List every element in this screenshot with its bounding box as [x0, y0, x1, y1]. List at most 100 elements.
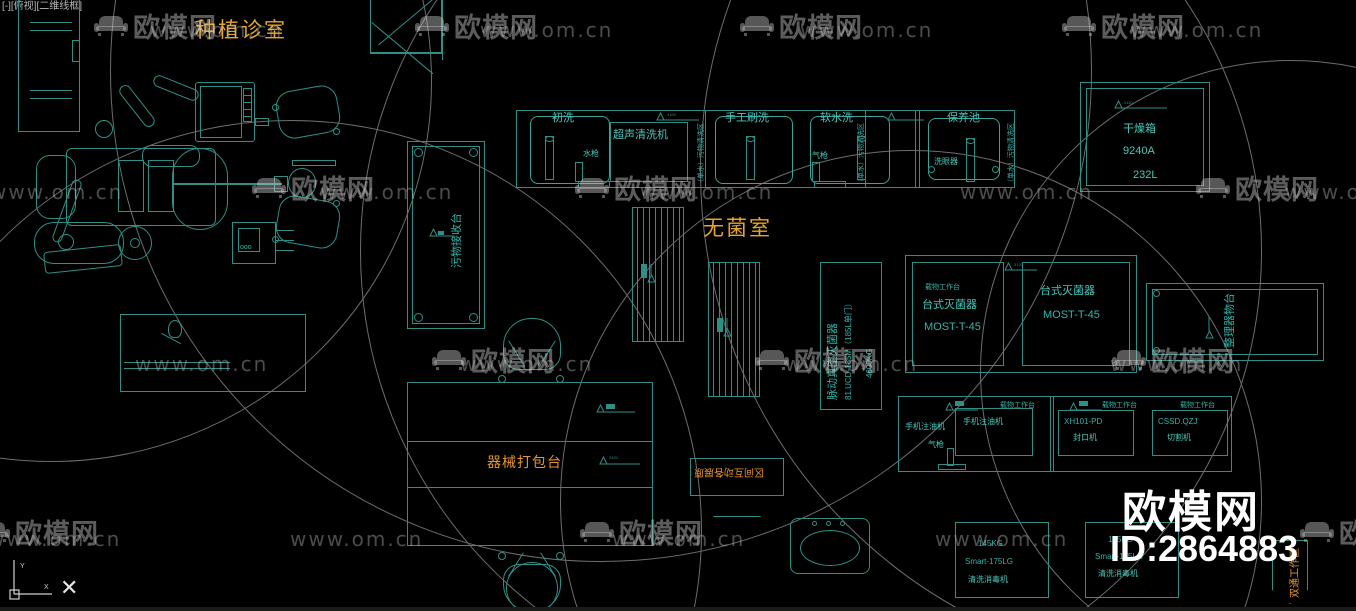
packing-table-label: 器械打包台	[487, 454, 562, 470]
watermark-brand: 欧模网	[1112, 340, 1235, 379]
washer-2-name: 清洗消毒机	[1098, 569, 1138, 578]
light-knob	[272, 236, 279, 243]
sealing-worktop-label: 载物工作台	[1102, 402, 1137, 409]
handpiece-oiler-name-2: 手机注油机	[963, 417, 1003, 426]
arrange-table-inner	[1152, 289, 1318, 355]
sofa-icon	[740, 15, 774, 36]
rack-hatch	[749, 263, 750, 396]
drying-oven-model: 9240A	[1123, 145, 1155, 157]
chair-seat-a	[118, 160, 144, 212]
drying-oven-inner	[1086, 88, 1204, 186]
rack-marker	[717, 318, 723, 332]
cabinet-line	[30, 22, 72, 23]
sofa-icon	[575, 177, 609, 198]
faucet-head	[746, 136, 755, 142]
sink-title: 初洗	[552, 112, 574, 124]
watermark-url: www.om.cn	[135, 352, 269, 376]
arm-rod	[174, 183, 282, 185]
arrange-table-bolt	[1153, 290, 1160, 297]
faucet-pipe	[966, 138, 975, 182]
viewport-label[interactable]: [-][俯视][二维线框]	[2, 1, 82, 12]
sterilizer-group-outline	[905, 255, 1137, 373]
dental-monitor	[195, 82, 255, 142]
watermark-url: www.om.cn	[1110, 352, 1244, 376]
watermark-url: www.om.cn	[1285, 180, 1356, 204]
panel-line	[243, 102, 252, 103]
sink-basin	[928, 118, 1000, 180]
sink-title: 手工刷洗	[725, 112, 769, 124]
elevation-marker-icon	[887, 111, 924, 121]
sink-row-outline-right	[915, 110, 1015, 188]
watermark-brand: 欧模网	[740, 6, 863, 45]
elevation-marker-icon	[1069, 401, 1102, 411]
air-gun-label: 气枪	[928, 440, 944, 449]
rack-hatch	[725, 263, 726, 396]
svg-text:2420: 2420	[609, 455, 619, 460]
room-title-implant: 种植诊室	[195, 19, 287, 42]
cutting-worktop-label: 载物工作台	[1180, 402, 1215, 409]
watermark-brand: 欧模网	[1196, 168, 1319, 207]
light-knob	[333, 128, 340, 135]
flipped-note-label: 区间互动各展原	[694, 466, 764, 477]
rod-cap	[274, 176, 288, 192]
washer-1-model: Smart-175LG	[965, 557, 1014, 566]
rack-hatch	[755, 263, 756, 396]
handpiece-oiler-box	[955, 408, 1033, 456]
bench-sterilizer-left-name: 台式灭菌器	[922, 299, 977, 311]
svg-text:3110: 3110	[1124, 100, 1133, 105]
monitor-arm	[255, 118, 269, 126]
sofa-icon	[432, 349, 466, 370]
sofa-icon	[252, 177, 286, 198]
top-center-rect	[370, 0, 442, 54]
watermark-url: www.om.cn	[640, 180, 774, 204]
stool-ring	[498, 552, 506, 560]
watermark-url: www.om.cn	[612, 527, 746, 551]
air-gun-body	[947, 448, 954, 466]
table-edge	[124, 362, 230, 363]
drying-oven-capacity: 232L	[1133, 169, 1158, 181]
washer-2-weight: 145KG	[1108, 535, 1133, 544]
elevation-marker-icon: 2420	[599, 455, 640, 465]
air-gun-nozzle	[814, 181, 846, 188]
basin-tap	[826, 521, 831, 526]
stool-ring	[556, 375, 564, 383]
dental-monitor-screen	[200, 86, 242, 138]
washer-1-weight: 145KG	[978, 539, 1003, 548]
bench-sterilizer-worktop-label: 载物工作台	[925, 284, 960, 291]
corner-bolt	[414, 313, 423, 322]
handpiece-oiler-name: 手机注油机	[905, 422, 945, 431]
rack-hatch	[637, 208, 638, 341]
washer-1-name: 清洗消毒机	[968, 575, 1008, 584]
elevation-marker-icon	[945, 401, 978, 411]
rack-hatch	[713, 263, 714, 396]
chair-back	[36, 155, 76, 219]
sealing-machine-name: 封口机	[1073, 433, 1097, 442]
washer-disinfector-1-box	[955, 522, 1049, 598]
sink-row-outline	[516, 110, 920, 188]
watermark-url: www.om.cn	[785, 352, 919, 376]
sink-basin	[530, 116, 610, 184]
sink-tool-label: 气枪	[812, 151, 828, 160]
bench-sterilizer-right-model: MOST-T-45	[1043, 309, 1100, 321]
faucet-pipe	[857, 136, 866, 180]
sofa-icon	[415, 15, 449, 36]
room-title-sterile: 无菌室	[703, 217, 772, 240]
chair-seat-b	[148, 160, 174, 212]
shelf-rack-1	[632, 207, 684, 342]
status-bar[interactable]	[0, 607, 1356, 611]
watermark-url: www.om.cn	[320, 180, 454, 204]
elevation-marker-icon: 3120	[1004, 261, 1037, 271]
svg-text:Y: Y	[20, 563, 25, 570]
pulse-vacuum-sterilizer-box	[820, 262, 882, 410]
corner-bolt	[469, 313, 478, 322]
faucet-pipe	[545, 136, 554, 180]
control-wire	[276, 230, 294, 231]
crosshair-cursor[interactable]: ✕	[60, 575, 79, 600]
sink-basin	[810, 116, 890, 184]
oiler-worktop-label: 载物工作台	[1000, 402, 1035, 409]
faucet-pipe	[746, 136, 755, 180]
sink-tool-label: 洗眼器	[934, 157, 958, 166]
cutting-machine-name: 切割机	[1167, 433, 1191, 442]
control-wire	[276, 250, 294, 251]
